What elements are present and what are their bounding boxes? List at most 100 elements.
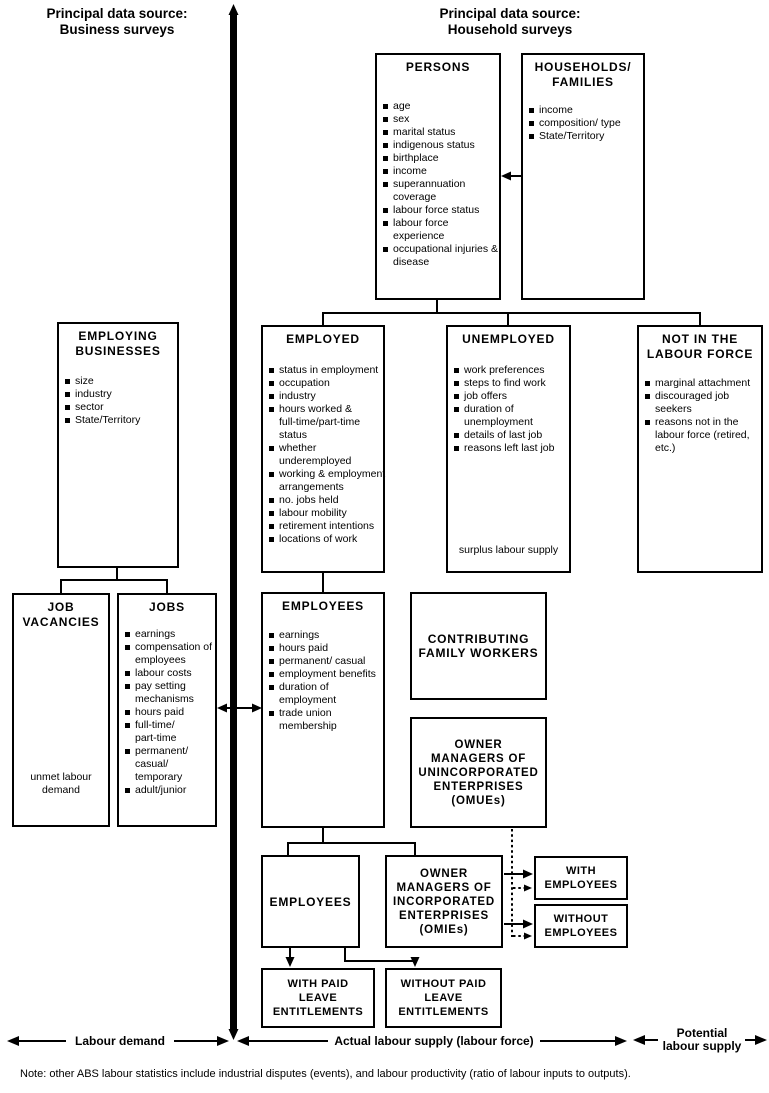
bullet-icon bbox=[269, 659, 274, 664]
list-item-text: industry bbox=[279, 390, 316, 402]
employed-title: EMPLOYED bbox=[286, 332, 360, 346]
list-item-text: marginal attachment bbox=[655, 377, 751, 389]
bullet-icon bbox=[269, 472, 274, 477]
bullet-icon bbox=[454, 433, 459, 438]
list-item: employment benefits bbox=[269, 668, 383, 681]
list-item-text: status in employment bbox=[279, 364, 379, 376]
job-vacancies-footnote: unmet labour demand bbox=[30, 771, 92, 796]
with-employees-box: WITH EMPLOYEES bbox=[534, 856, 628, 900]
list-item: reasons left last job bbox=[454, 442, 569, 455]
list-item-text: retirement intentions bbox=[279, 520, 375, 532]
employing-businesses-branch-connector bbox=[60, 567, 168, 594]
list-item-text: whether underemployed bbox=[279, 442, 352, 467]
list-item: marginal attachment bbox=[645, 377, 761, 390]
bullet-icon bbox=[65, 392, 70, 397]
list-item: size bbox=[65, 375, 177, 388]
list-item: occupational injuries & disease bbox=[383, 243, 499, 269]
list-item: indigenous status bbox=[383, 139, 499, 152]
list-item: duration of employment bbox=[269, 681, 383, 707]
contributing-family-workers-box: CONTRIBUTING FAMILY WORKERS bbox=[410, 592, 547, 700]
list-item: permanent/ casual bbox=[269, 655, 383, 668]
households-to-persons-arrow bbox=[501, 171, 521, 181]
potential-labour-supply-axis-arrow bbox=[633, 1035, 767, 1045]
business-surveys-title: Principal data source: Business surveys bbox=[46, 6, 188, 37]
employees-to-paid-leave-arrows bbox=[285, 947, 420, 967]
list-item: earnings bbox=[269, 629, 383, 642]
list-item-text: occupation bbox=[279, 377, 330, 389]
list-item-text: occupational injuries & disease bbox=[393, 243, 499, 268]
bullet-icon bbox=[269, 394, 274, 399]
list-item: sex bbox=[383, 113, 499, 126]
bullet-icon bbox=[269, 646, 274, 651]
households-families-title: HOUSEHOLDS/ FAMILIES bbox=[534, 60, 632, 89]
bullet-icon bbox=[383, 169, 388, 174]
list-item: labour force experience bbox=[383, 217, 499, 243]
list-item: birthplace bbox=[383, 152, 499, 165]
bullet-icon bbox=[269, 711, 274, 716]
bullet-icon bbox=[454, 446, 459, 451]
list-item-text: duration of unemployment bbox=[464, 403, 533, 428]
bullet-icon bbox=[383, 117, 388, 122]
list-item: labour costs bbox=[125, 667, 215, 680]
list-item: hours paid bbox=[125, 706, 215, 719]
employees-bottom-box: EMPLOYEES bbox=[261, 855, 360, 948]
list-item: permanent/ casual/ temporary bbox=[125, 745, 215, 784]
list-item-text: State/Territory bbox=[539, 130, 605, 142]
list-item-text: income bbox=[539, 104, 573, 116]
bullet-icon bbox=[269, 407, 274, 412]
without-paid-leave-box: WITHOUT PAID LEAVE ENTITLEMENTS bbox=[385, 968, 502, 1028]
list-item-text: hours worked & full-time/part-time statu… bbox=[279, 403, 361, 441]
jobs-employees-double-arrow bbox=[217, 703, 262, 713]
bullet-icon bbox=[269, 685, 274, 690]
bullet-icon bbox=[529, 134, 534, 139]
list-item-text: locations of work bbox=[279, 533, 358, 545]
list-item: income bbox=[529, 104, 643, 117]
bullet-icon bbox=[529, 108, 534, 113]
list-item-text: industry bbox=[75, 388, 112, 400]
bullet-icon bbox=[383, 143, 388, 148]
persons-title: PERSONS bbox=[405, 60, 471, 74]
list-item: retirement intentions bbox=[269, 520, 383, 533]
list-item: State/Territory bbox=[65, 414, 177, 427]
household-surveys-title: Principal data source: Household surveys bbox=[439, 6, 581, 37]
omies-arrows bbox=[504, 869, 533, 929]
list-item: occupation bbox=[269, 377, 383, 390]
without-paid-leave-title: WITHOUT PAID LEAVE ENTITLEMENTS bbox=[398, 978, 489, 1018]
omies-box: OWNER MANAGERS OF INCORPORATED ENTERPRIS… bbox=[385, 855, 503, 948]
list-item: trade union membership bbox=[269, 707, 383, 733]
list-item: reasons not in the labour force (retired… bbox=[645, 416, 761, 455]
list-item-text: labour mobility bbox=[279, 507, 347, 519]
list-item-text: work preferences bbox=[464, 364, 545, 376]
bullet-icon bbox=[454, 368, 459, 373]
list-item: working & employment arrangements bbox=[269, 468, 385, 494]
list-item: age bbox=[383, 100, 499, 113]
list-item-text: job offers bbox=[464, 390, 507, 402]
list-item: adult/junior bbox=[125, 784, 215, 797]
list-item: industry bbox=[269, 390, 383, 403]
list-item: pay setting mechanisms bbox=[125, 680, 215, 706]
bullet-icon bbox=[269, 446, 274, 451]
list-item: work preferences bbox=[454, 364, 569, 377]
list-item-text: discouraged job seekers bbox=[655, 390, 730, 415]
list-item: job offers bbox=[454, 390, 569, 403]
bullet-icon bbox=[383, 130, 388, 135]
jobs-title: JOBS bbox=[149, 600, 185, 614]
list-item: hours paid bbox=[269, 642, 383, 655]
bullet-icon bbox=[529, 121, 534, 126]
list-item: steps to find work bbox=[454, 377, 569, 390]
list-item-text: superannuation coverage bbox=[393, 178, 466, 203]
actual-labour-supply-label: Actual labour supply (labour force) bbox=[328, 1034, 540, 1048]
list-item-text: pay setting mechanisms bbox=[135, 680, 194, 705]
list-item-text: details of last job bbox=[464, 429, 543, 441]
list-item: industry bbox=[65, 388, 177, 401]
bullet-icon bbox=[125, 710, 130, 715]
